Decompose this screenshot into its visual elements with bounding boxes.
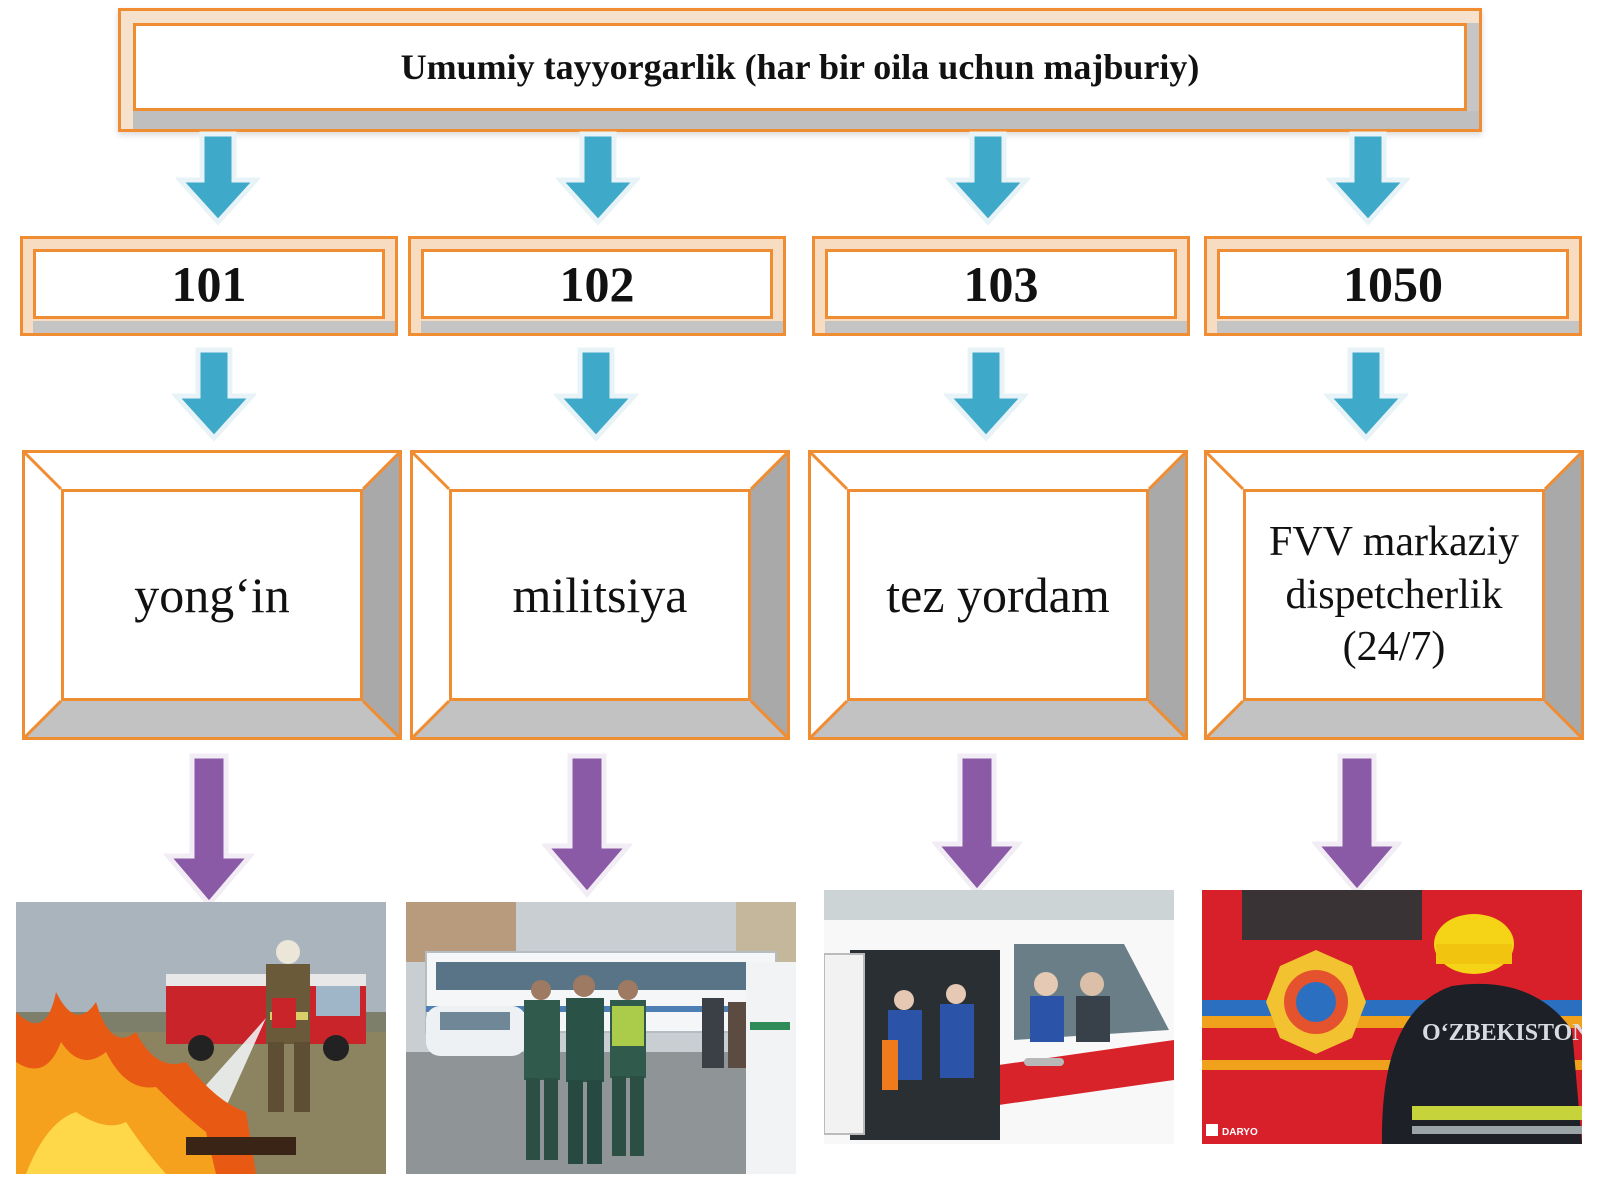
fvv-photo: O‘ZBEKISTON FVV DARYO <box>1202 890 1582 1144</box>
number-bevel <box>825 321 1187 333</box>
diagram-title: Umumiy tayyorgarlik (har bir oila uchun … <box>133 23 1467 111</box>
emergency-number: 1050 <box>1217 249 1569 319</box>
box-bevel <box>413 453 787 737</box>
box-bevel <box>811 453 1185 737</box>
down-arrow-icon <box>176 131 260 226</box>
jacket-label: O‘ZBEKISTON FVV <box>1422 1020 1582 1046</box>
box-bevel <box>1207 453 1581 737</box>
emergency-number: 101 <box>33 249 385 319</box>
emergency-number: 103 <box>825 249 1177 319</box>
ambulance-photo <box>824 890 1174 1144</box>
service-box-ambulance: tez yordam <box>808 450 1188 740</box>
service-label: militsiya <box>449 489 751 701</box>
down-arrow-icon <box>554 347 638 442</box>
down-arrow-icon <box>1312 753 1402 896</box>
down-arrow-icon <box>556 131 640 226</box>
emergency-number: 102 <box>421 249 773 319</box>
service-label: FVV markaziy dispetcherlik (24/7) <box>1243 489 1545 701</box>
number-box-101: 101 <box>20 236 398 336</box>
down-arrow-icon <box>1324 347 1408 442</box>
service-label: tez yordam <box>847 489 1149 701</box>
number-bevel <box>421 321 783 333</box>
down-arrow-icon <box>164 753 254 908</box>
number-bevel <box>1217 321 1579 333</box>
box-bevel <box>25 453 399 737</box>
down-arrow-icon <box>542 753 632 898</box>
down-arrow-icon <box>932 753 1022 896</box>
police-photo <box>406 902 796 1174</box>
service-box-fire: yong‘in <box>22 450 402 740</box>
title-bevel <box>133 111 1479 129</box>
watermark-label: DARYO <box>1222 1127 1258 1138</box>
number-box-103: 103 <box>812 236 1190 336</box>
down-arrow-icon <box>1326 131 1410 226</box>
firefighter-photo <box>16 902 386 1174</box>
down-arrow-icon <box>172 347 256 442</box>
service-box-dispatch: FVV markaziy dispetcherlik (24/7) <box>1204 450 1584 740</box>
service-label: yong‘in <box>61 489 363 701</box>
down-arrow-icon <box>944 347 1028 442</box>
number-box-102: 102 <box>408 236 786 336</box>
down-arrow-icon <box>946 131 1030 226</box>
number-bevel <box>33 321 395 333</box>
service-box-police: militsiya <box>410 450 790 740</box>
title-box: Umumiy tayyorgarlik (har bir oila uchun … <box>118 8 1482 132</box>
title-bevel <box>1467 23 1479 111</box>
number-box-1050: 1050 <box>1204 236 1582 336</box>
